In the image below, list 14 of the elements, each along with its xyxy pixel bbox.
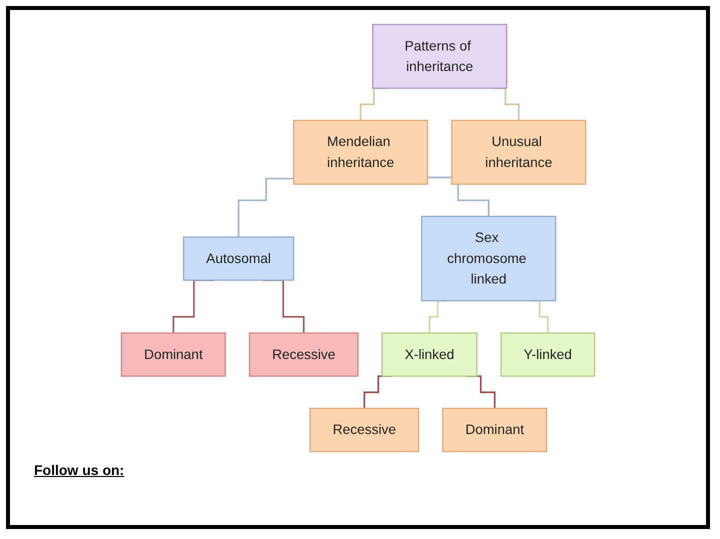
- node-box: [372, 24, 508, 89]
- node-box: [421, 216, 556, 302]
- node-box: [442, 408, 548, 452]
- connector: [238, 178, 294, 238]
- node-box: [293, 120, 428, 185]
- note-text: Follow us on:: [34, 462, 124, 478]
- node-box: [120, 332, 226, 377]
- node-box: [382, 332, 478, 377]
- node-box: [310, 408, 420, 452]
- node-box: [451, 120, 586, 185]
- node-box: [500, 332, 596, 377]
- node-box: [183, 236, 294, 281]
- node-box: [248, 332, 359, 377]
- diagram-frame: Patterns of inheritance Mendelian inheritance Unusual inheritance Autosomal Sex chromosome linked Dominant Recessive X-linked Y-linked Recessive Dominant Follow us on:: [6, 6, 710, 529]
